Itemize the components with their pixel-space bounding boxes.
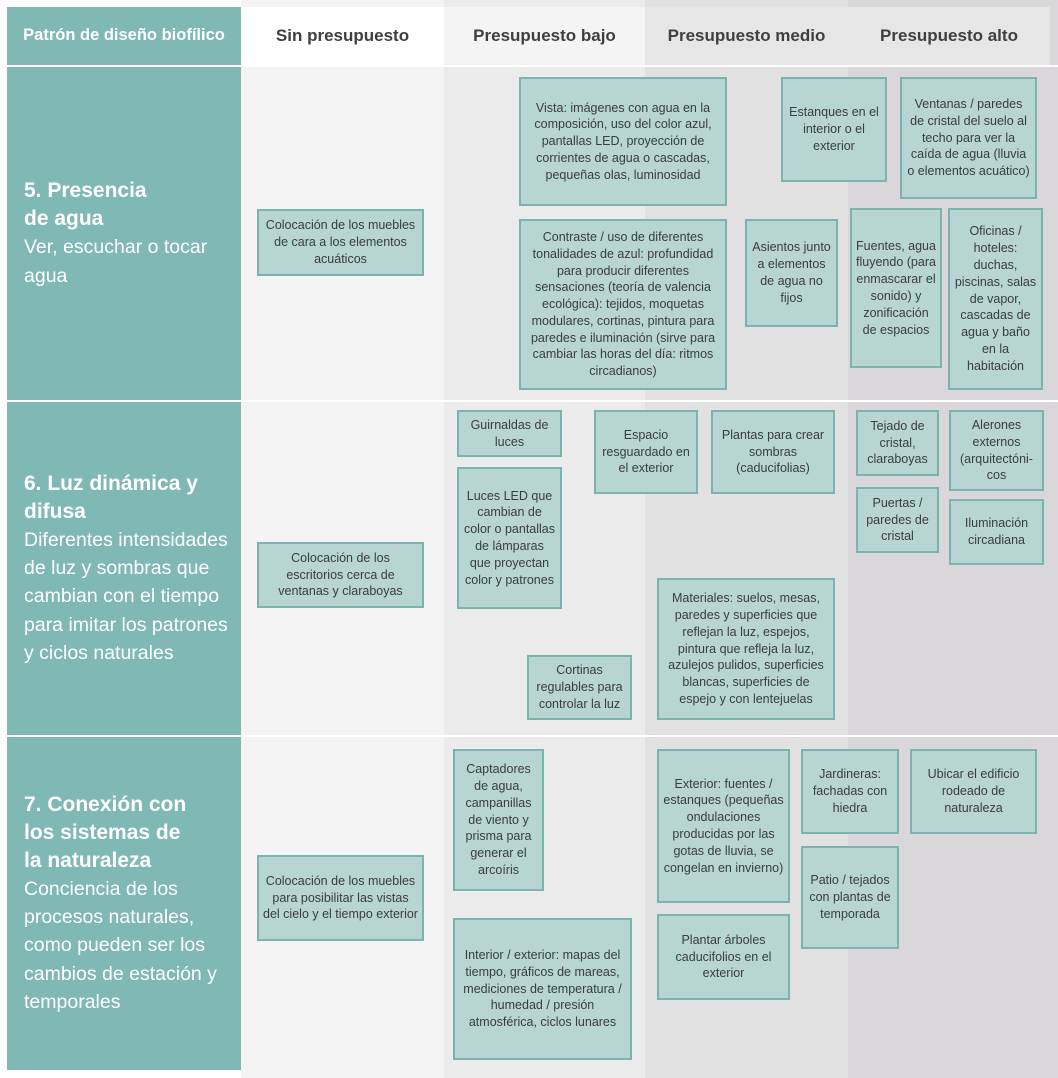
item-box: Tejado de cristal, claraboyas <box>856 410 939 476</box>
item-box: Colocación de los muebles para posibilit… <box>257 855 424 941</box>
item-box: Ubicar el edificio rodeado de naturaleza <box>910 749 1037 834</box>
header-sin-presupuesto: Sin presupuesto <box>241 7 444 65</box>
item-box: Colocación de los muebles de cara a los … <box>257 209 424 276</box>
item-box: Exterior: fuentes / estanques (pequeñas … <box>657 749 790 903</box>
row-divider <box>0 65 1058 67</box>
row-header-luz-dinamica: 6. Luz dinámica y difusa Diferentes inte… <box>7 402 241 735</box>
item-box: Puertas / paredes de cristal <box>856 487 939 553</box>
item-box: Guirnaldas de luces <box>457 410 562 457</box>
item-box: Ventanas / paredes de cristal del suelo … <box>900 77 1037 199</box>
item-box: Luces LED que cambian de color o pantall… <box>457 467 562 609</box>
item-box: Contraste / uso de diferentes tonalidade… <box>519 219 727 390</box>
row-header-presencia-agua: 5. Presencia de agua Ver, escuchar o toc… <box>7 67 241 400</box>
item-box: Fuentes, agua fluyendo (para enmascarar … <box>850 208 942 368</box>
item-box: Cortinas regulables para controlar la lu… <box>527 655 632 720</box>
item-box: Oficinas / hoteles: duchas, piscinas, sa… <box>948 208 1043 390</box>
item-box: Estanques en el interior o el exterior <box>781 77 887 182</box>
row-title: 6. Luz dinámica y difusa <box>24 471 198 523</box>
row-title: 7. Conexión con los sistemas de la natur… <box>24 792 187 872</box>
row-title: 5. Presencia de agua <box>24 179 147 231</box>
item-box: Captadores de agua, campanillas de vient… <box>453 749 544 891</box>
item-box: Vista: imágenes con agua en la composici… <box>519 77 727 206</box>
item-box: Iluminación circadiana <box>949 499 1044 565</box>
row-description: Conciencia de los procesos naturales, co… <box>24 877 217 1013</box>
row-header-conexion-naturaleza: 7. Conexión con los sistemas de la natur… <box>7 737 241 1070</box>
item-box: Espacio resguardado en el exterior <box>594 410 698 494</box>
item-box: Interior / exterior: mapas del tiempo, g… <box>453 918 632 1060</box>
item-box: Asientos junto a elementos de agua no fi… <box>745 219 838 327</box>
item-box: Materiales: suelos, mesas, paredes y sup… <box>657 578 835 720</box>
item-box: Patio / tejados con plantas de temporada <box>801 846 899 949</box>
header-presupuesto-medio: Presupuesto medio <box>645 7 848 65</box>
row-description: Ver, escuchar o tocar agua <box>24 236 208 287</box>
row-divider <box>0 400 1058 402</box>
item-box: Plantar árboles caducifolios en el exter… <box>657 914 790 1000</box>
header-presupuesto-alto: Presupuesto alto <box>848 7 1050 65</box>
item-box: Colocación de los escritorios cerca de v… <box>257 542 424 608</box>
row-divider <box>0 735 1058 737</box>
item-box: Alerones externos (arquitectóni-cos <box>949 410 1044 491</box>
header-presupuesto-bajo: Presupuesto bajo <box>444 7 645 65</box>
item-box: Jardineras: fachadas con hiedra <box>801 749 899 834</box>
header-pattern-label: Patrón de diseño biofílico <box>7 7 241 65</box>
row-description: Diferentes intensidades de luz y sombras… <box>24 528 228 664</box>
item-box: Plantas para crear sombras (caducifolias… <box>711 410 835 494</box>
